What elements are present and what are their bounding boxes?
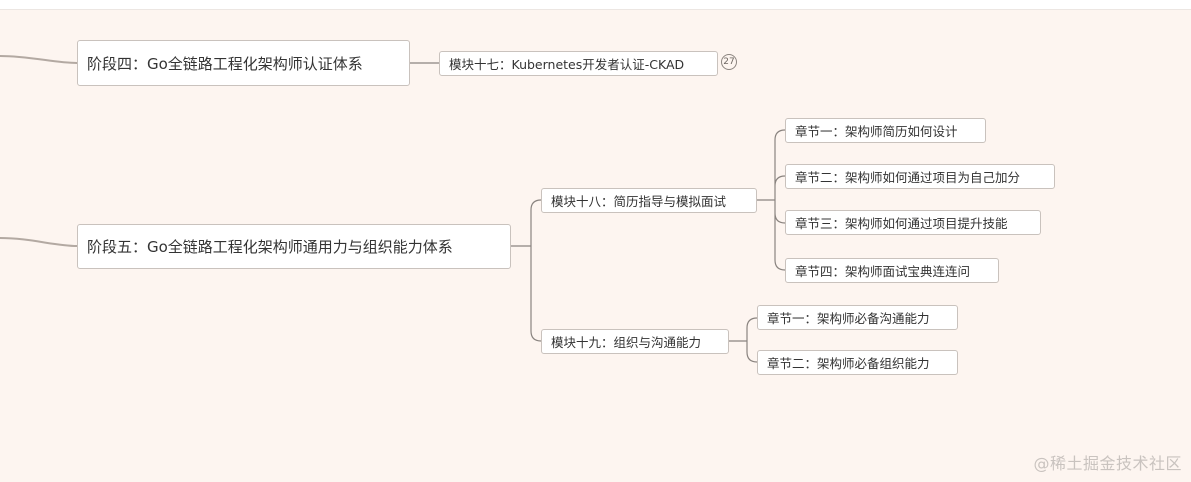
branch-stage5	[0, 237, 78, 247]
module17-count: 27	[723, 57, 735, 67]
stage4-node[interactable]: 阶段四：Go全链路工程化架构师认证体系	[77, 40, 410, 86]
module18-chapter2-node[interactable]: 章节二：架构师如何通过项目为自己加分	[785, 164, 1055, 189]
branch-module18-19	[511, 199, 542, 342]
module18-chapter1-node[interactable]: 章节一：架构师简历如何设计	[785, 118, 986, 143]
module18-chapter4-node[interactable]: 章节四：架构师面试宝典连连问	[785, 258, 999, 283]
branch-stage4	[0, 55, 78, 64]
module19-node[interactable]: 模块十九：组织与沟通能力	[541, 329, 729, 354]
module17-label: 模块十七：Kubernetes开发者认证-CKAD	[449, 57, 685, 72]
module19-chapter1-label: 章节一：架构师必备沟通能力	[767, 311, 930, 326]
branch-m18-chapters	[757, 129, 786, 271]
watermark: @稀土掘金技术社区	[1033, 454, 1182, 473]
branch-m19-chapters	[729, 317, 758, 363]
top-bar	[0, 0, 1191, 10]
module19-label: 模块十九：组织与沟通能力	[551, 335, 702, 350]
module18-node[interactable]: 模块十八：简历指导与模拟面试	[541, 188, 757, 213]
stage4-label: 阶段四：Go全链路工程化架构师认证体系	[87, 54, 363, 73]
module18-chapter3-label: 章节三：架构师如何通过项目提升技能	[795, 216, 1008, 231]
module18-chapter2-label: 章节二：架构师如何通过项目为自己加分	[795, 170, 1021, 185]
module17-node[interactable]: 模块十七：Kubernetes开发者认证-CKAD	[439, 51, 718, 76]
module19-chapter2-label: 章节二：架构师必备组织能力	[767, 356, 930, 371]
module19-chapter2-node[interactable]: 章节二：架构师必备组织能力	[757, 350, 958, 375]
module17-count-badge[interactable]: 27	[721, 54, 737, 70]
module18-label: 模块十八：简历指导与模拟面试	[551, 194, 727, 209]
stage5-label: 阶段五：Go全链路工程化架构师通用力与组织能力体系	[87, 238, 453, 256]
stage5-node[interactable]: 阶段五：Go全链路工程化架构师通用力与组织能力体系	[77, 224, 511, 269]
module18-chapter4-label: 章节四：架构师面试宝典连连问	[795, 264, 971, 279]
module18-chapter1-label: 章节一：架构师简历如何设计	[795, 124, 958, 139]
module19-chapter1-node[interactable]: 章节一：架构师必备沟通能力	[757, 305, 958, 330]
module18-chapter3-node[interactable]: 章节三：架构师如何通过项目提升技能	[785, 210, 1041, 235]
